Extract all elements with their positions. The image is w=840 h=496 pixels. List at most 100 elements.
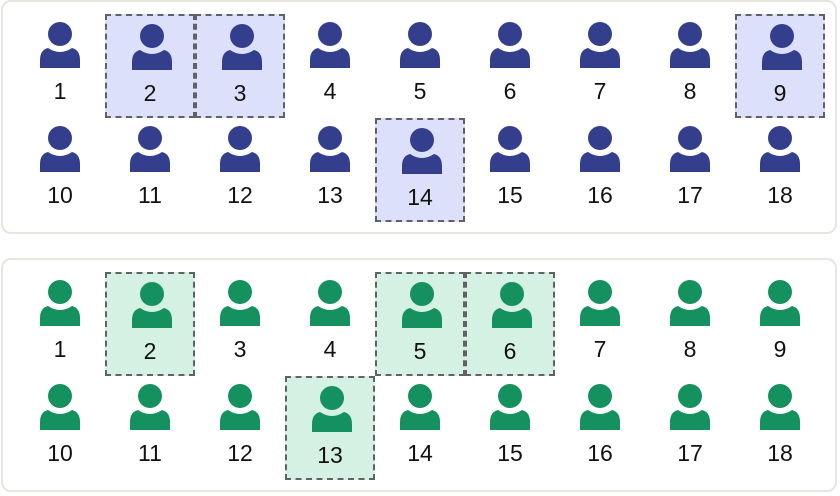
person-cell-11[interactable]: 11 [105,376,195,480]
person-cell-16[interactable]: 16 [555,118,645,222]
person-cell-7[interactable]: 7 [555,14,645,118]
person-cell-3[interactable]: 3 [195,14,285,118]
person-number: 17 [677,440,703,466]
person-number: 2 [143,80,157,106]
person-icon [312,386,352,432]
person-cell-11[interactable]: 11 [105,118,195,222]
person-icon [130,126,170,172]
person-number: 12 [227,182,253,208]
person-cell-16[interactable]: 16 [555,376,645,480]
person-cell-18[interactable]: 18 [735,376,825,480]
person-number: 13 [317,182,343,208]
person-icon [490,22,530,68]
person-number: 10 [47,440,73,466]
person-icon [40,280,80,326]
person-icon [402,128,442,174]
person-number: 5 [413,78,427,104]
person-number: 16 [587,440,613,466]
person-icon [670,280,710,326]
person-number: 9 [773,336,787,362]
person-icon [670,126,710,172]
person-cell-1[interactable]: 1 [15,14,105,118]
person-cell-4[interactable]: 4 [285,272,375,376]
person-cell-2[interactable]: 2 [105,14,195,118]
person-icon [132,24,172,70]
person-icon [220,126,260,172]
person-number: 4 [323,336,337,362]
person-cell-6[interactable]: 6 [465,272,555,376]
person-number: 5 [413,338,427,364]
person-cell-9[interactable]: 9 [735,14,825,118]
person-number: 7 [593,78,607,104]
person-cell-1[interactable]: 1 [15,272,105,376]
person-icon [670,384,710,430]
person-cell-17[interactable]: 17 [645,376,735,480]
person-icon [310,126,350,172]
person-cell-17[interactable]: 17 [645,118,735,222]
person-icon [40,126,80,172]
person-cell-13[interactable]: 13 [285,118,375,222]
person-cell-4[interactable]: 4 [285,14,375,118]
person-icon [220,280,260,326]
person-cell-10[interactable]: 10 [15,376,105,480]
person-number: 11 [138,182,162,208]
person-number: 12 [227,440,253,466]
person-cell-5[interactable]: 5 [375,14,465,118]
person-cell-13[interactable]: 13 [285,376,375,480]
person-number: 11 [138,440,162,466]
person-number: 17 [677,182,703,208]
person-icon [580,22,620,68]
person-number: 2 [143,338,157,364]
person-number: 10 [47,182,73,208]
person-icon [402,282,442,328]
person-number: 6 [503,338,517,364]
person-icon [580,280,620,326]
person-icon [490,384,530,430]
person-number: 3 [233,80,247,106]
person-number: 7 [593,336,607,362]
person-number: 14 [407,440,433,466]
person-icon [40,22,80,68]
person-number: 18 [767,440,793,466]
person-icon [400,22,440,68]
person-number: 1 [53,78,67,104]
person-icon [490,126,530,172]
person-number: 13 [317,442,343,468]
person-cell-15[interactable]: 15 [465,118,555,222]
person-cell-12[interactable]: 12 [195,118,285,222]
person-icon [130,384,170,430]
person-number: 15 [497,182,523,208]
person-icon [760,126,800,172]
person-icon [40,384,80,430]
person-number: 6 [503,78,517,104]
person-number: 16 [587,182,613,208]
person-cell-14[interactable]: 14 [375,118,465,222]
person-cell-10[interactable]: 10 [15,118,105,222]
person-cell-15[interactable]: 15 [465,376,555,480]
person-icon [580,126,620,172]
person-cell-14[interactable]: 14 [375,376,465,480]
person-number: 14 [407,184,433,210]
person-number: 18 [767,182,793,208]
person-cell-3[interactable]: 3 [195,272,285,376]
person-cell-18[interactable]: 18 [735,118,825,222]
person-cell-5[interactable]: 5 [375,272,465,376]
person-icon [132,282,172,328]
person-number: 8 [683,78,697,104]
person-icon [760,384,800,430]
person-cell-12[interactable]: 12 [195,376,285,480]
person-icon [400,384,440,430]
person-icon [220,384,260,430]
person-icon [222,24,262,70]
person-cell-8[interactable]: 8 [645,272,735,376]
person-cell-2[interactable]: 2 [105,272,195,376]
person-cell-8[interactable]: 8 [645,14,735,118]
person-cell-7[interactable]: 7 [555,272,645,376]
person-number: 1 [53,336,67,362]
person-cell-6[interactable]: 6 [465,14,555,118]
person-icon [580,384,620,430]
person-cell-9[interactable]: 9 [735,272,825,376]
